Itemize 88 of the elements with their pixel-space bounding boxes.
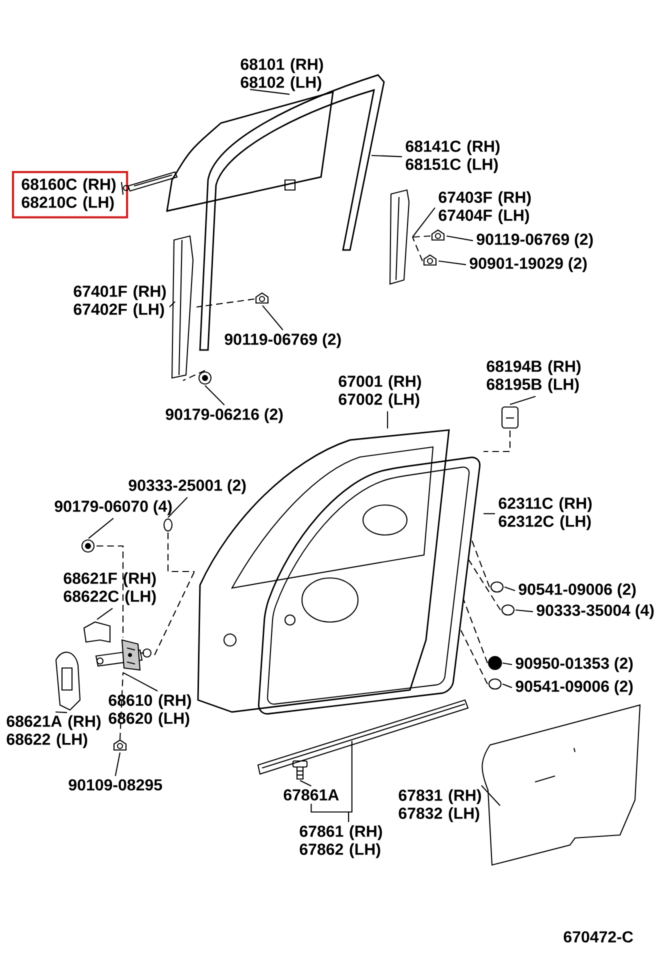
leader-line: [502, 662, 512, 666]
nut-drawing: [198, 371, 212, 385]
part-number: 68101 (RH) 68102 (LH): [240, 58, 323, 92]
door-sill-strip-drawing: [257, 699, 469, 775]
part-number: 90179-06216 (2): [166, 408, 283, 424]
leader-line: [56, 711, 68, 714]
part-number: 68160C (RH) 68210C (LH): [22, 178, 116, 212]
assembly-line: [412, 235, 430, 238]
leader-line: [169, 301, 176, 308]
part-number: 90333-35004 (4): [536, 604, 654, 620]
assembly-line: [460, 629, 488, 684]
part-number: 68621A (RH) 68622 (LH): [6, 715, 101, 748]
leader-line: [387, 411, 388, 428]
leader-line: [510, 396, 536, 405]
drawing-number: 670472-C: [564, 931, 634, 943]
clip-drawing: [292, 760, 308, 780]
leader-line: [114, 752, 121, 776]
door-trim-panel-drawing: [482, 704, 641, 866]
part-number: 90950-01353 (2): [516, 657, 633, 672]
window-glass-drawing: [166, 91, 334, 212]
hinge-drawing: [55, 652, 81, 711]
assembly-line: [154, 571, 195, 656]
leader-line: [504, 586, 516, 592]
assembly-line: [182, 370, 206, 382]
leader-line: [88, 518, 114, 539]
leader-line: [438, 260, 466, 266]
part-number: 67401F (RH) 67402F (LH): [74, 285, 166, 318]
bolt-drawing: [423, 254, 437, 266]
bolt-drawing: [255, 292, 269, 304]
glass-channel-drawing: [171, 235, 194, 379]
glass-guide-drawing: [389, 189, 410, 285]
assembly-line: [484, 430, 511, 452]
part-number: 67861 (RH) 67862 (LH): [300, 825, 382, 858]
leader-line: [446, 235, 474, 242]
assembly-line: [463, 599, 488, 664]
part-number: 90541-09006 (2): [518, 583, 636, 598]
part-number: 68621F (RH) 68622C (LH): [64, 572, 156, 606]
clip-drawing: [501, 406, 519, 429]
assembly-line: [96, 545, 124, 638]
part-number: 90333-25001 (2): [128, 479, 246, 494]
leader-line: [502, 684, 512, 688]
assembly-line: [167, 532, 194, 572]
leader-line: [262, 305, 284, 330]
part-number: 68194B (RH) 68195B (LH): [486, 360, 581, 394]
channel-drawing: [122, 171, 178, 192]
cushion-drawing: [488, 678, 502, 690]
leader-line: [250, 88, 290, 95]
run-channel-drawing: [199, 74, 385, 351]
part-number: 90179-06070 (4): [54, 500, 172, 516]
assembly-line: [468, 559, 501, 610]
leader-line: [96, 608, 113, 620]
part-number: 67861A: [284, 789, 339, 801]
part-number: 67001 (RH) 67002 (LH): [338, 375, 421, 408]
part-number: 90119-06769 (2): [476, 233, 593, 248]
assembly-line: [196, 298, 255, 308]
assembly-line: [471, 539, 490, 588]
leader-line: [412, 207, 436, 238]
leader-line: [348, 740, 352, 822]
leader-line: [484, 513, 495, 514]
part-number: 62311C (RH) 62312C (LH): [498, 497, 592, 530]
assembly-line: [119, 672, 124, 740]
leader-line: [204, 385, 225, 406]
leader-line: [372, 154, 402, 158]
part-number: 67831 (RH) 67832 (LH): [398, 789, 481, 822]
assembly-line: [412, 236, 423, 262]
door-check-drawing: [95, 639, 152, 671]
part-number: 68610 (RH) 68620 (LH): [108, 694, 191, 728]
part-number: 67403F (RH) 67404F (LH): [438, 191, 531, 224]
bolt-drawing: [113, 739, 127, 751]
leader-line: [168, 496, 188, 518]
leader-line: [481, 785, 500, 806]
part-number: 68141C (RH) 68151C (LH): [406, 140, 500, 174]
leader-line: [300, 780, 312, 786]
cushion-drawing: [490, 581, 504, 593]
plug-drawing: [501, 604, 515, 616]
leader-line: [120, 182, 124, 195]
nut-drawing: [81, 539, 95, 553]
leader-line: [515, 609, 534, 612]
cover-drawing: [83, 621, 111, 643]
weatherstrip-drawing: [258, 456, 480, 715]
bolt-drawing: [431, 229, 445, 241]
part-number: 90119-06769 (2): [224, 333, 341, 348]
plug-drawing: [163, 518, 173, 532]
part-number: 90541-09006 (2): [516, 680, 633, 696]
part-number: 90109-08295: [68, 779, 162, 791]
cushion-drawing: [488, 656, 502, 670]
leader-line: [122, 672, 158, 692]
part-number: 90901-19029 (2): [470, 257, 587, 272]
